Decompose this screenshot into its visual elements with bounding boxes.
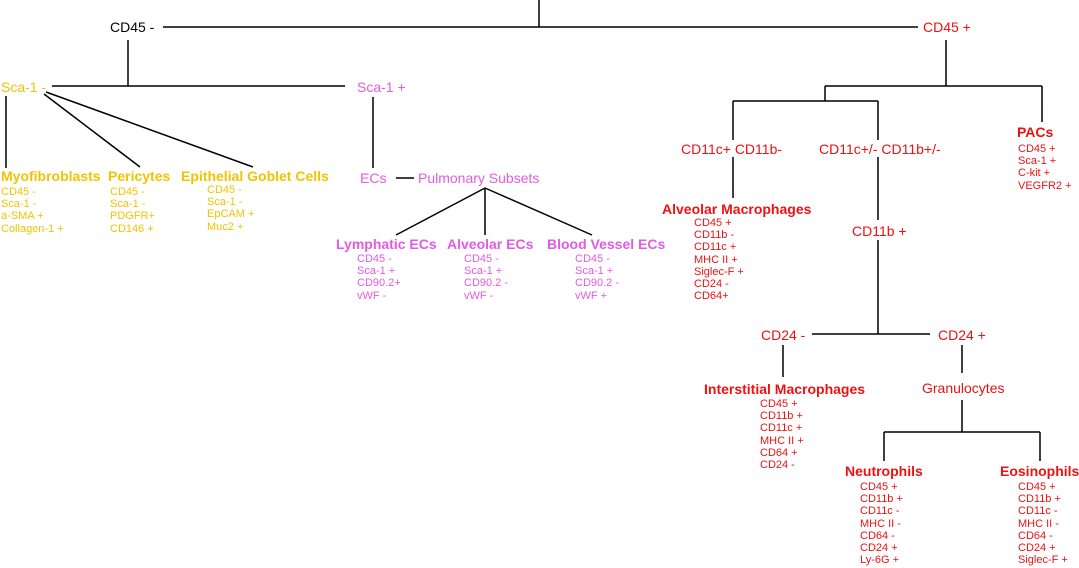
node-ecs: ECs: [360, 170, 387, 186]
marker: MHC II -: [1018, 517, 1059, 530]
marker: CD11b +: [860, 493, 903, 506]
marker: CD45 -: [464, 253, 499, 265]
marker: CD11b +: [760, 410, 803, 423]
marker-list-epithelial-goblet: CD45 - Sca-1 - EpCAM + Muc2 +: [207, 184, 254, 233]
marker: Sca-1 -: [110, 198, 146, 211]
node-cd24-negative: CD24 -: [761, 327, 806, 343]
marker: Collagen-1 +: [1, 222, 64, 235]
cell-title-pacs: PACs: [1017, 124, 1054, 140]
node-granulocytes: Granulocytes: [922, 380, 1005, 396]
marker: Sca-1 +: [1018, 155, 1057, 168]
marker: CD64 -: [1018, 529, 1053, 542]
marker: vWF -: [357, 289, 387, 302]
marker-list-alveolar-macrophages: CD45 + CD11b - CD11c + MHC II + Siglec-F…: [694, 217, 744, 302]
marker: VEGFR2 +: [1018, 179, 1072, 192]
marker: CD45 +: [860, 481, 898, 493]
marker-list-neutrophils: CD45 + CD11b + CD11c - MHC II - CD64 - C…: [860, 481, 903, 566]
cell-title-epithelial-goblet: Epithelial Goblet Cells: [181, 168, 329, 184]
marker-list-blood-vessel-ecs: CD45 - Sca-1 + CD90.2 - vWF +: [575, 253, 619, 302]
marker: CD64 +: [760, 446, 798, 459]
marker: Sca-1 +: [575, 265, 614, 278]
node-cd45-positive: CD45 +: [923, 19, 971, 35]
marker: C-kit +: [1018, 167, 1051, 180]
marker-list-myofibroblasts: CD45 - Sca-1 - a-SMA + Collagen-1 +: [1, 186, 64, 235]
marker: CD11c -: [860, 505, 900, 518]
marker-list-lymphatic-ecs: CD45 - Sca-1 + CD90.2+ vWF -: [357, 253, 401, 302]
marker: CD11c +: [760, 422, 803, 435]
cell-title-pericytes: Pericytes: [108, 168, 171, 184]
marker-list-pacs: CD45 + Sca-1 + C-kit + VEGFR2 +: [1018, 143, 1072, 192]
marker: CD45 -: [207, 184, 242, 196]
node-sca1-positive: Sca-1 +: [357, 79, 406, 95]
marker: CD11c -: [1018, 505, 1058, 518]
node-pulmonary-subsets: Pulmonary Subsets: [418, 170, 540, 186]
marker: Siglec-F +: [694, 265, 744, 278]
marker: CD45 +: [1018, 143, 1056, 155]
marker-list-interstitial-macrophages: CD45 + CD11b + CD11c + MHC II + CD64 + C…: [760, 398, 804, 471]
cell-title-eosinophils: Eosinophils: [1000, 463, 1079, 479]
marker: CD24 -: [760, 459, 795, 472]
marker-list-pericytes: CD45 - Sca-1 - PDGFR+ CD146 +: [110, 186, 155, 235]
marker: a-SMA +: [1, 210, 44, 223]
marker: CD45 -: [110, 186, 145, 198]
marker: CD45 +: [694, 217, 732, 229]
marker-list-eosinophils: CD45 + CD11b + CD11c - MHC II - CD64 - C…: [1018, 481, 1068, 566]
marker: Sca-1 +: [464, 265, 503, 278]
cell-title-neutrophils: Neutrophils: [845, 463, 923, 479]
connector-sca1neg-pericytes: [43, 93, 141, 168]
marker: CD45 -: [1, 186, 36, 198]
marker: Sca-1 -: [207, 196, 243, 209]
marker: CD24 -: [694, 278, 729, 291]
marker: CD11c +: [694, 241, 737, 254]
marker: CD45 -: [357, 253, 392, 265]
cell-title-interstitial-macrophages: Interstitial Macrophages: [704, 381, 866, 397]
marker: CD90.2+: [357, 277, 401, 290]
cell-title-alveolar-ecs: Alveolar ECs: [447, 236, 534, 252]
node-cd24-positive: CD24 +: [938, 327, 986, 343]
marker: CD24 +: [1018, 542, 1056, 555]
marker: CD90.2 -: [464, 277, 509, 290]
node-cd11b-positive: CD11b +: [852, 223, 907, 239]
cell-title-myofibroblasts: Myofibroblasts: [1, 168, 101, 184]
marker: Sca-1 +: [357, 265, 396, 278]
marker: PDGFR+: [110, 210, 155, 223]
marker: CD24 +: [860, 542, 898, 555]
marker: MHC II +: [760, 434, 804, 447]
marker: Sca-1 -: [1, 198, 37, 211]
marker-list-alveolar-ecs: CD45 - Sca-1 + CD90.2 - vWF -: [464, 253, 508, 302]
node-cd11c-pos-cd11b-neg: CD11c+ CD11b-: [681, 141, 783, 157]
node-sca1-negative: Sca-1 -: [1, 79, 47, 95]
node-cd45-negative: CD45 -: [110, 19, 155, 35]
connector-pulmonary-lymphatic: [395, 187, 486, 236]
marker: CD11b -: [694, 229, 735, 242]
connector-sca1neg-goblet: [45, 91, 254, 168]
cell-title-alveolar-macrophages: Alveolar Macrophages: [662, 201, 812, 217]
marker: CD45 -: [575, 253, 610, 265]
marker: Muc2 +: [207, 220, 244, 233]
cell-title-blood-vessel-ecs: Blood Vessel ECs: [547, 236, 666, 252]
marker: CD45 +: [1018, 481, 1056, 493]
marker: MHC II -: [860, 517, 901, 530]
marker: CD64+: [694, 290, 729, 303]
marker: Siglec-F +: [1018, 554, 1068, 567]
cell-title-lymphatic-ecs: Lymphatic ECs: [336, 236, 437, 252]
marker: MHC II +: [694, 253, 738, 266]
marker: vWF -: [464, 289, 494, 302]
marker: EpCAM +: [207, 208, 255, 221]
marker: CD90.2 -: [575, 277, 620, 290]
node-cd11c-cd11b-mixed: CD11c+/- CD11b+/-: [819, 141, 941, 157]
marker: vWF +: [575, 289, 608, 302]
connector-pulmonary-bloodvessel: [484, 187, 593, 236]
marker: CD45 +: [760, 398, 798, 410]
marker: CD64 -: [860, 529, 895, 542]
marker: Ly-6G +: [860, 554, 900, 567]
marker: CD146 +: [110, 222, 154, 235]
marker: CD11b +: [1018, 493, 1061, 506]
